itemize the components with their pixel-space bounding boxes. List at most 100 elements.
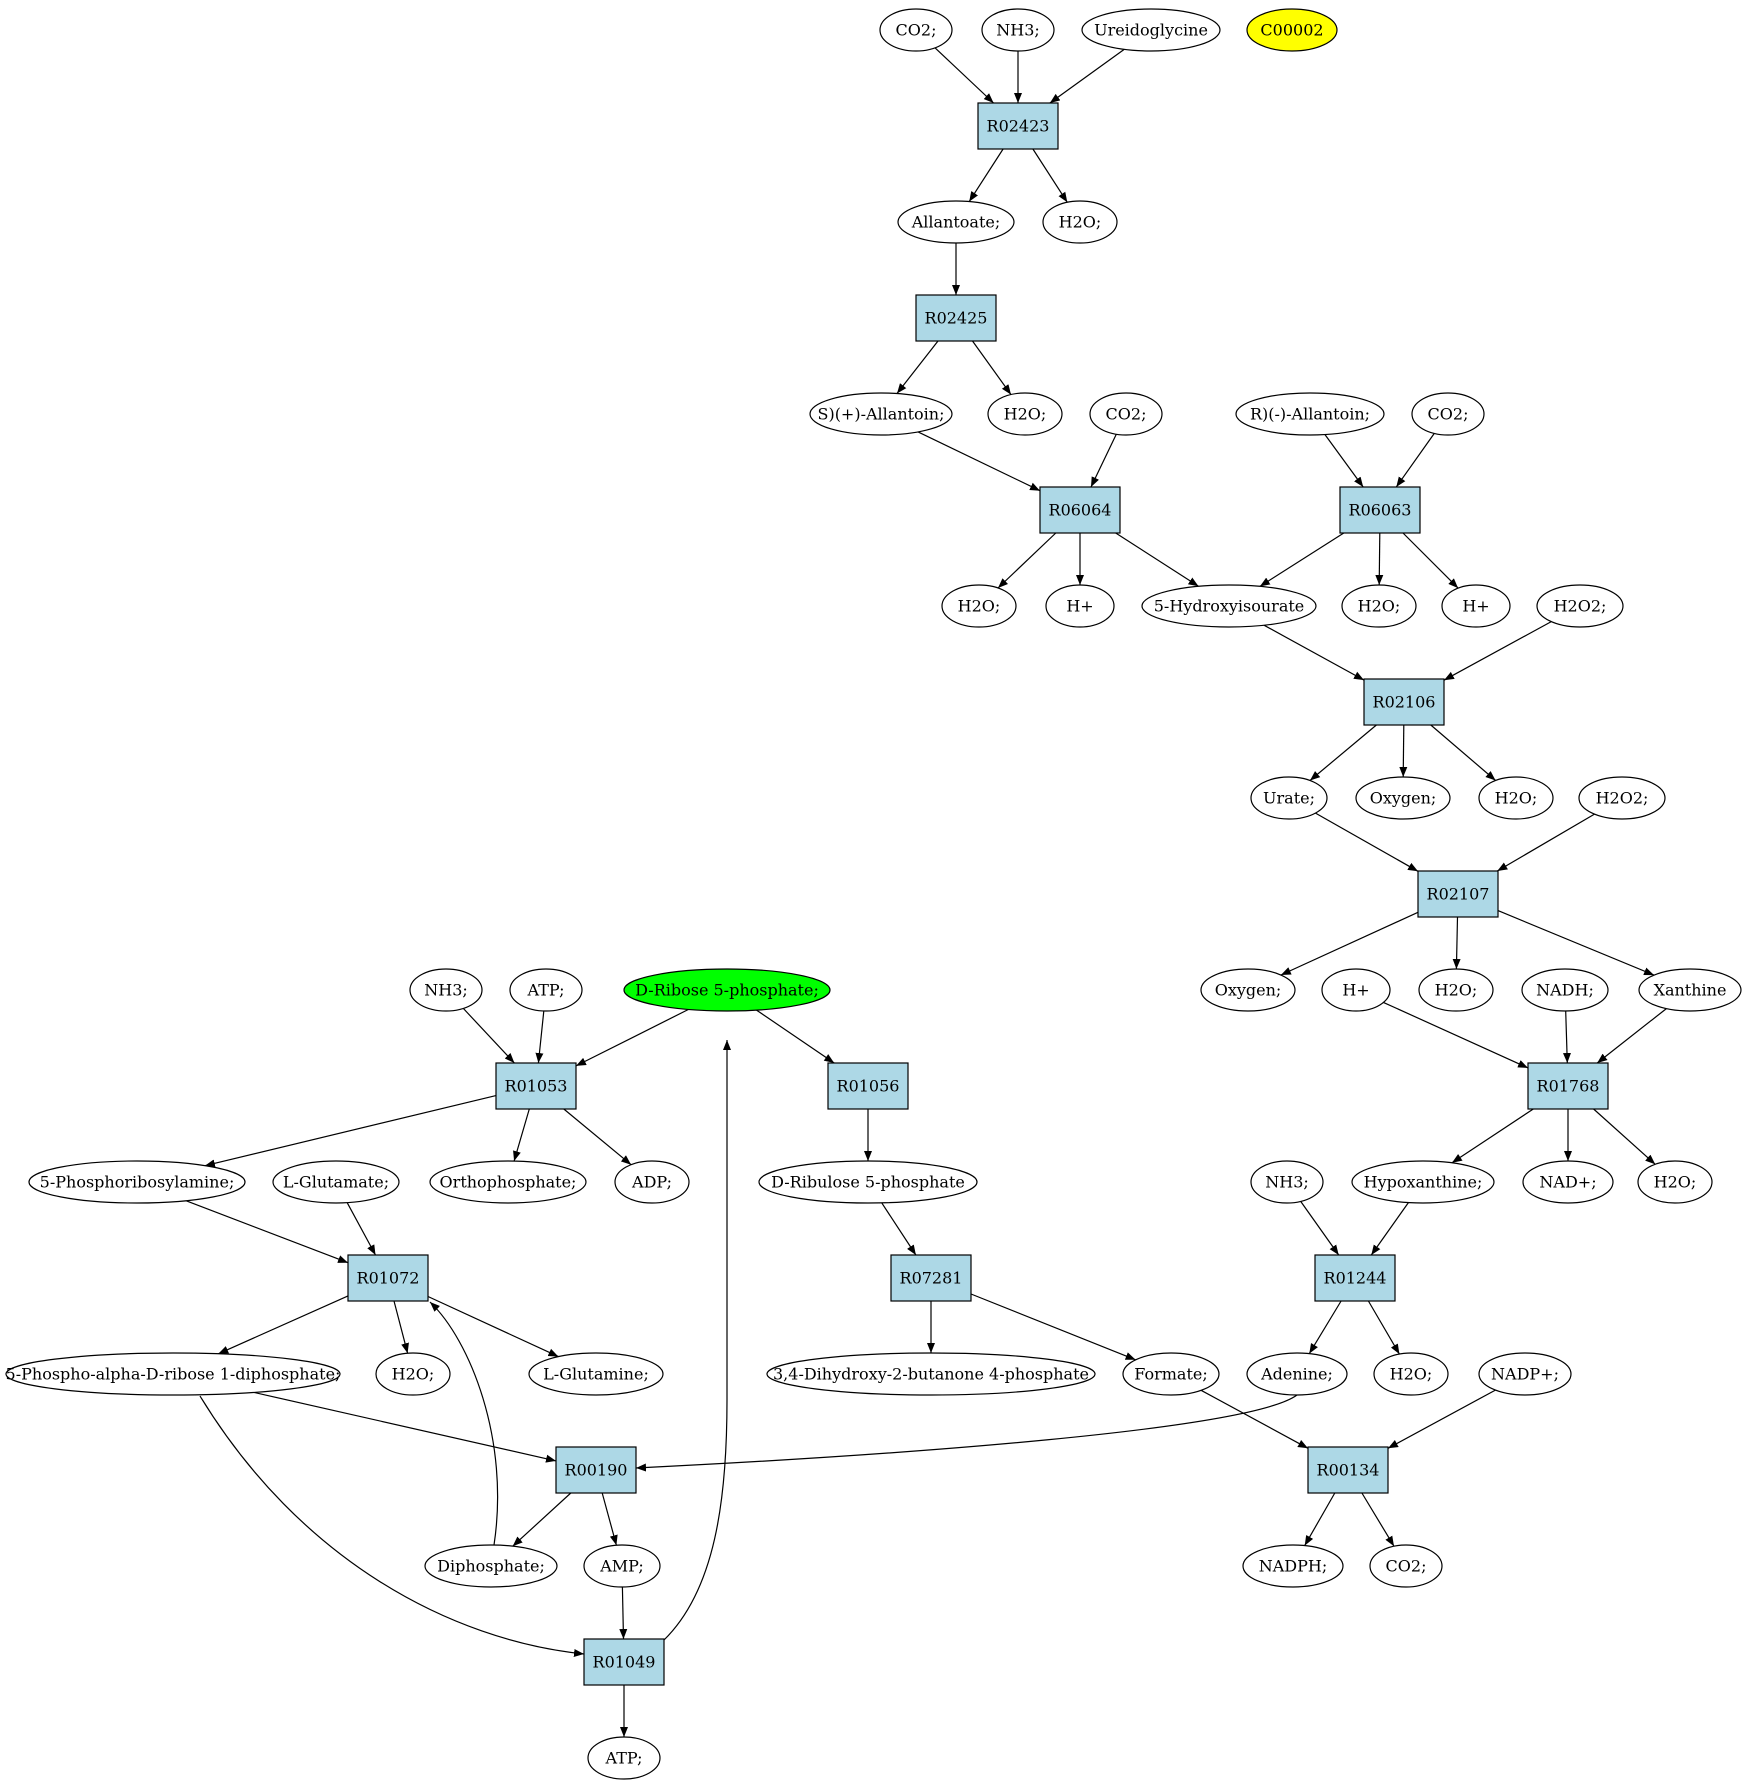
edge-r-R02106-to-c-oxygen-1 — [1399, 724, 1408, 778]
compound-node-diphosphate[interactable]: Diphosphate; — [424, 1544, 558, 1588]
compound-node-co2[interactable]: CO2; — [1411, 392, 1485, 436]
compound-node-h[interactable]: H+ — [1441, 584, 1511, 628]
compound-ellipse — [766, 1352, 1096, 1396]
compound-node-atp[interactable]: ATP; — [587, 1736, 661, 1780]
node-label: H2O2; — [1596, 789, 1649, 808]
compound-node-d-ribulose-5-phosphate[interactable]: D-Ribulose 5-phosphate — [758, 1160, 978, 1204]
edge-r-R02423-to-c-allantoate — [968, 148, 1004, 202]
compound-node-3-4-dihydroxy-2-butanone-4-phosphate[interactable]: 3,4-Dihydroxy-2-butanone 4-phosphate — [766, 1352, 1096, 1396]
reaction-node-r01072[interactable]: R01072 — [347, 1254, 429, 1302]
compound-node-h2o[interactable]: H2O; — [1341, 584, 1417, 628]
compound-node-h2o2[interactable]: H2O2; — [1578, 776, 1666, 820]
compound-node-nadph[interactable]: NADPH; — [1242, 1544, 1344, 1588]
compound-node-h2o[interactable]: H2O; — [375, 1352, 451, 1396]
edge-c-nh3-3-to-r-R01244 — [1300, 1201, 1340, 1256]
compound-node-h2o[interactable]: H2O; — [1373, 1352, 1449, 1396]
reaction-node-r06064[interactable]: R06064 — [1039, 486, 1121, 534]
compound-ellipse — [1351, 1160, 1495, 1204]
compound-node-adp[interactable]: ADP; — [614, 1160, 690, 1204]
compound-node-s-allantoin[interactable]: S)(+)-Allantoin; — [809, 392, 953, 436]
reaction-node-r00134[interactable]: R00134 — [1307, 1446, 1389, 1494]
compound-node-5-phospho-alpha-d-ribose-1-diphosphate[interactable]: 5-Phospho-alpha-D-ribose 1-diphosphate; — [5, 1352, 341, 1396]
compound-node-nh3[interactable]: NH3; — [409, 968, 483, 1012]
compound-node-5-hydroxyisourate[interactable]: 5-Hydroxyisourate — [1141, 584, 1317, 628]
compound-node-h[interactable]: H+ — [1321, 968, 1391, 1012]
compound-node-h[interactable]: H+ — [1045, 584, 1115, 628]
node-label: NADPH; — [1259, 1557, 1328, 1576]
compound-node-co2[interactable]: CO2; — [879, 8, 953, 52]
compound-ellipse — [623, 968, 831, 1012]
node-label: ADP; — [631, 1173, 672, 1192]
compound-node-co2[interactable]: CO2; — [1089, 392, 1163, 436]
compound-node-hypoxanthine[interactable]: Hypoxanthine; — [1351, 1160, 1495, 1204]
compound-ellipse — [1321, 968, 1391, 1012]
compound-node-l-glutamine[interactable]: L-Glutamine; — [528, 1352, 664, 1396]
reaction-node-r01049[interactable]: R01049 — [583, 1638, 665, 1686]
compound-node-c00002[interactable]: C00002 — [1246, 8, 1338, 52]
reaction-node-r01056[interactable]: R01056 — [827, 1062, 909, 1110]
reaction-node-r01768[interactable]: R01768 — [1527, 1062, 1609, 1110]
compound-ellipse — [987, 392, 1063, 436]
compound-node-nh3[interactable]: NH3; — [981, 8, 1055, 52]
compound-node-h2o2[interactable]: H2O2; — [1536, 584, 1624, 628]
node-label: 3,4-Dihydroxy-2-butanone 4-phosphate — [773, 1365, 1089, 1384]
compound-node-5-phosphoribosylamine[interactable]: 5-Phosphoribosylamine; — [28, 1160, 246, 1204]
reaction-node-r02106[interactable]: R02106 — [1363, 678, 1445, 726]
node-label: L-Glutamate; — [283, 1173, 389, 1192]
compound-node-co2[interactable]: CO2; — [1369, 1544, 1443, 1588]
compound-node-l-glutamate[interactable]: L-Glutamate; — [272, 1160, 400, 1204]
reaction-box — [347, 1254, 429, 1302]
edge-c-nh3-2-to-r-R01053 — [462, 1007, 515, 1064]
compound-node-oxygen[interactable]: Oxygen; — [1355, 776, 1451, 820]
compound-ellipse — [1122, 1352, 1220, 1396]
reaction-node-r01244[interactable]: R01244 — [1314, 1254, 1396, 1302]
compound-node-urate[interactable]: Urate; — [1250, 776, 1328, 820]
compound-ellipse — [429, 1160, 587, 1204]
reaction-box — [915, 294, 997, 342]
compound-node-h2o[interactable]: H2O; — [1478, 776, 1554, 820]
compound-node-allantoate[interactable]: Allantoate; — [897, 200, 1015, 244]
edge-c-amp-to-r-R01049 — [619, 1586, 628, 1640]
compound-node-h2o[interactable]: H2O; — [1042, 200, 1118, 244]
compound-node-orthophosphate[interactable]: Orthophosphate; — [429, 1160, 587, 1204]
compound-ellipse — [1478, 1352, 1572, 1396]
compound-node-ureidoglycine[interactable]: Ureidoglycine — [1081, 8, 1221, 52]
compound-node-h2o[interactable]: H2O; — [941, 584, 1017, 628]
reaction-node-r01053[interactable]: R01053 — [495, 1062, 577, 1110]
compound-node-nh3[interactable]: NH3; — [1250, 1160, 1324, 1204]
edges-layer — [185, 47, 1667, 1737]
compound-node-nadh[interactable]: NADH; — [1521, 968, 1609, 1012]
node-label: H2O2; — [1554, 597, 1607, 616]
edge-c-formate-to-r-R00134 — [1200, 1389, 1309, 1449]
compound-node-d-ribose-5-phosphate[interactable]: D-Ribose 5-phosphate; — [623, 968, 831, 1012]
compound-node-h2o[interactable]: H2O; — [987, 392, 1063, 436]
compound-node-oxygen[interactable]: Oxygen; — [1200, 968, 1296, 1012]
edge-c-s-allantoin-to-r-R06064 — [917, 431, 1041, 492]
node-label: Oxygen; — [1370, 789, 1437, 808]
reaction-node-r06063[interactable]: R06063 — [1339, 486, 1421, 534]
compound-node-adenine[interactable]: Adenine; — [1246, 1352, 1348, 1396]
edge-r-R06064-to-c-5hiu — [1115, 532, 1199, 587]
compound-node-nad[interactable]: NAD+; — [1522, 1160, 1614, 1204]
node-label: H2O; — [1654, 1173, 1697, 1192]
edge-r-R06063-to-c-hplus-2 — [1402, 532, 1459, 589]
reaction-node-r02107[interactable]: R02107 — [1417, 870, 1499, 918]
edge-r-R00134-to-c-co2-4 — [1361, 1492, 1395, 1547]
reaction-node-r00190[interactable]: R00190 — [555, 1446, 637, 1494]
compound-node-r-allantoin[interactable]: R)(-)-Allantoin; — [1235, 392, 1385, 436]
compound-node-xanthine[interactable]: Xanthine — [1638, 968, 1742, 1012]
compound-node-nadp[interactable]: NADP+; — [1478, 1352, 1572, 1396]
reaction-box — [583, 1638, 665, 1686]
reaction-node-r02423[interactable]: R02423 — [977, 102, 1059, 150]
reaction-node-r07281[interactable]: R07281 — [890, 1254, 972, 1302]
reaction-node-r02425[interactable]: R02425 — [915, 294, 997, 342]
compound-node-h2o[interactable]: H2O; — [1418, 968, 1494, 1012]
compound-node-formate[interactable]: Formate; — [1122, 1352, 1220, 1396]
compound-ellipse — [1578, 776, 1666, 820]
compound-node-h2o[interactable]: H2O; — [1637, 1160, 1713, 1204]
node-label: Adenine; — [1260, 1365, 1333, 1384]
compound-node-atp[interactable]: ATP; — [509, 968, 583, 1012]
edge-r-R06063-to-c-5hiu — [1259, 532, 1345, 587]
edge-r-R01049-to-c-r5p — [663, 1040, 731, 1641]
compound-node-amp[interactable]: AMP; — [583, 1544, 661, 1588]
